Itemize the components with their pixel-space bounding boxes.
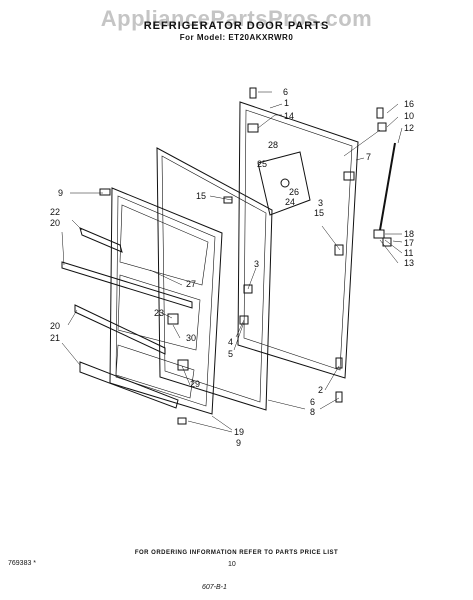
callout-30: 30 — [186, 333, 196, 343]
document-number: 769383 * — [8, 560, 37, 567]
callout-28: 28 — [268, 140, 278, 150]
callout-3-right: 3 — [318, 198, 323, 208]
callout-9-top: 9 — [58, 188, 63, 198]
ordering-note: FOR ORDERING INFORMATION REFER TO PARTS … — [134, 550, 339, 556]
callout-5: 5 — [228, 349, 233, 359]
callout-7: 7 — [366, 152, 371, 162]
callout-8: 8 — [310, 407, 315, 417]
watermark: AppliancePartsPros.com — [100, 6, 373, 31]
callout-labels: 6 1 14 28 25 26 24 7 16 10 12 18 17 11 1… — [50, 87, 414, 448]
callout-29: 29 — [190, 379, 200, 389]
date-code: 607-B-1 — [202, 584, 227, 591]
callout-13: 13 — [404, 258, 414, 268]
callout-20-top: 20 — [50, 218, 60, 228]
callout-24: 24 — [285, 197, 295, 207]
callout-22: 22 — [50, 207, 60, 217]
callout-16: 16 — [404, 99, 414, 109]
door-shelf-bars — [61, 227, 193, 409]
callout-20-bottom: 20 — [50, 321, 60, 331]
page-number: 10 — [228, 561, 236, 568]
callout-4: 4 — [228, 337, 233, 347]
callout-26: 26 — [289, 187, 299, 197]
callout-6-top: 6 — [283, 87, 288, 97]
callout-6-bottom: 6 — [310, 397, 315, 407]
callout-9-bottom: 9 — [236, 438, 241, 448]
callout-23: 23 — [154, 308, 164, 318]
callout-27: 27 — [186, 279, 196, 289]
model-line: For Model: ET20AKXRWR0 — [179, 33, 294, 42]
callout-11: 11 — [404, 248, 413, 258]
leader-lines — [61, 91, 403, 433]
callout-3-mid: 3 — [254, 259, 259, 269]
callout-2: 2 — [318, 385, 323, 395]
callout-19: 19 — [234, 427, 244, 437]
callout-14: 14 — [284, 111, 294, 121]
callout-15-right: 15 — [314, 208, 324, 218]
callout-10: 10 — [404, 111, 414, 121]
callout-17: 17 — [404, 238, 414, 248]
callout-21: 21 — [50, 333, 60, 343]
small-parts — [99, 87, 396, 425]
callout-12: 12 — [404, 123, 414, 133]
door-inner-liner — [109, 187, 223, 415]
callout-15-left: 15 — [196, 191, 206, 201]
page-title: REFRIGERATOR DOOR PARTS — [143, 20, 330, 32]
callout-18: 18 — [404, 229, 414, 239]
door-outer-panel — [237, 101, 359, 379]
callout-25: 25 — [257, 159, 267, 169]
callout-1: 1 — [284, 98, 289, 108]
